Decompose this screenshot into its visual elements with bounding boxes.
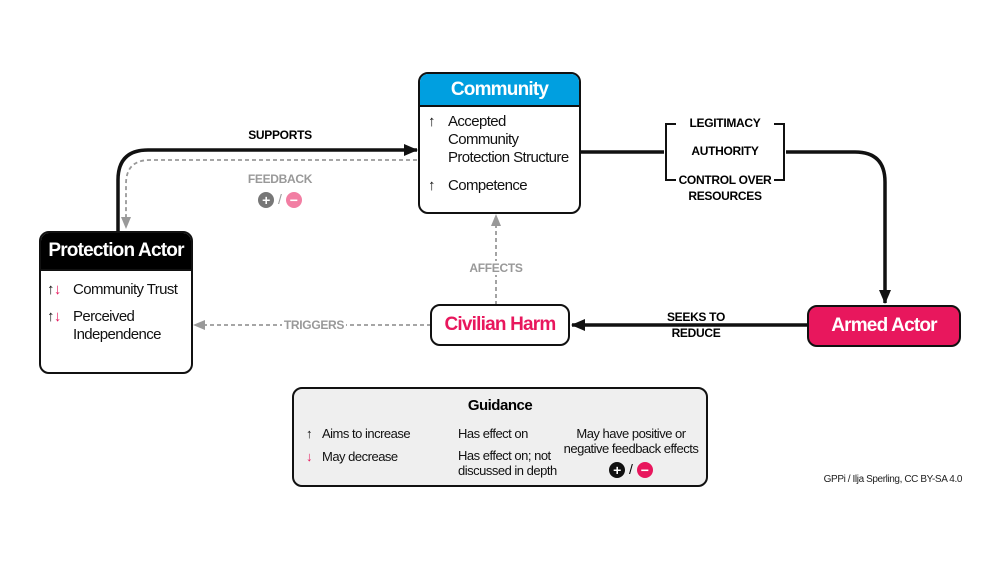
triggers-label: TRIGGERS [282,318,346,332]
civilian-harm-title: Civilian Harm [444,314,556,335]
legend-feedback: May have positive or negative feedback e… [563,426,699,456]
bracket-right [774,123,785,181]
feedback-label: FEEDBACK [247,172,313,186]
minus-icon: − [636,462,653,479]
supports-label: SUPPORTS [248,128,312,142]
decrease-arrow-icon: ↓ [306,449,313,464]
armed-actor-node[interactable]: Armed Actor [807,305,961,347]
seeks-to-reduce-label: SEEKS TO REDUCE [666,310,726,340]
feedback-signs: + / − [252,191,308,209]
affects-label: AFFECTS [456,261,536,275]
increase-arrow-icon: ↑ [47,308,54,325]
increase-arrow-icon: ↑ [306,426,313,441]
protection-actor-title: Protection Actor [41,233,191,271]
decrease-arrow-icon: ↓ [53,281,61,298]
credit: GPPi / Ilja Sperling, CC BY-SA 4.0 [823,474,963,485]
supports-arrow [116,144,418,232]
protection-actor-item: ↑↓Community Trust [47,281,178,298]
community-title: Community [420,74,579,107]
legend-dashed: Has effect on; not discussed in depth [458,448,557,478]
bracket-to-armed-actor-arrow [786,150,891,304]
civilian-harm-node[interactable]: Civilian Harm [430,304,570,346]
protection-actor-node[interactable]: Protection Actor ↑↓Community Trust ↑↓Per… [39,231,193,374]
community-item: ↑Accepted Community Protection Structure [428,113,569,166]
community-node[interactable]: Community ↑Accepted Community Protection… [418,72,581,214]
legend-increase: ↑Aims to increase [306,426,411,441]
minus-icon: − [285,192,302,209]
bracket-item: AUTHORITY [691,144,759,158]
increase-arrow-icon: ↑ [428,177,436,194]
plus-icon: + [609,462,626,479]
bracket-item: CONTROL OVER RESOURCES [678,173,772,203]
plus-icon: + [258,192,275,209]
bracket-left [665,123,676,181]
decrease-arrow-icon: ↓ [53,308,61,325]
armed-actor-title: Armed Actor [831,315,937,336]
community-item: ↑Competence [428,177,528,194]
feedback-arrow [121,159,417,229]
legend-solid: Has effect on [458,426,528,441]
guidance-title: Guidance [467,397,533,414]
increase-arrow-icon: ↑ [47,281,54,298]
protection-actor-item: ↑↓Perceived Independence [47,308,161,343]
legend-decrease: ↓May decrease [306,449,398,464]
bracket-item: LEGITIMACY [689,116,761,130]
increase-arrow-icon: ↑ [428,113,436,130]
legend-feedback-signs: + / − [600,461,662,479]
